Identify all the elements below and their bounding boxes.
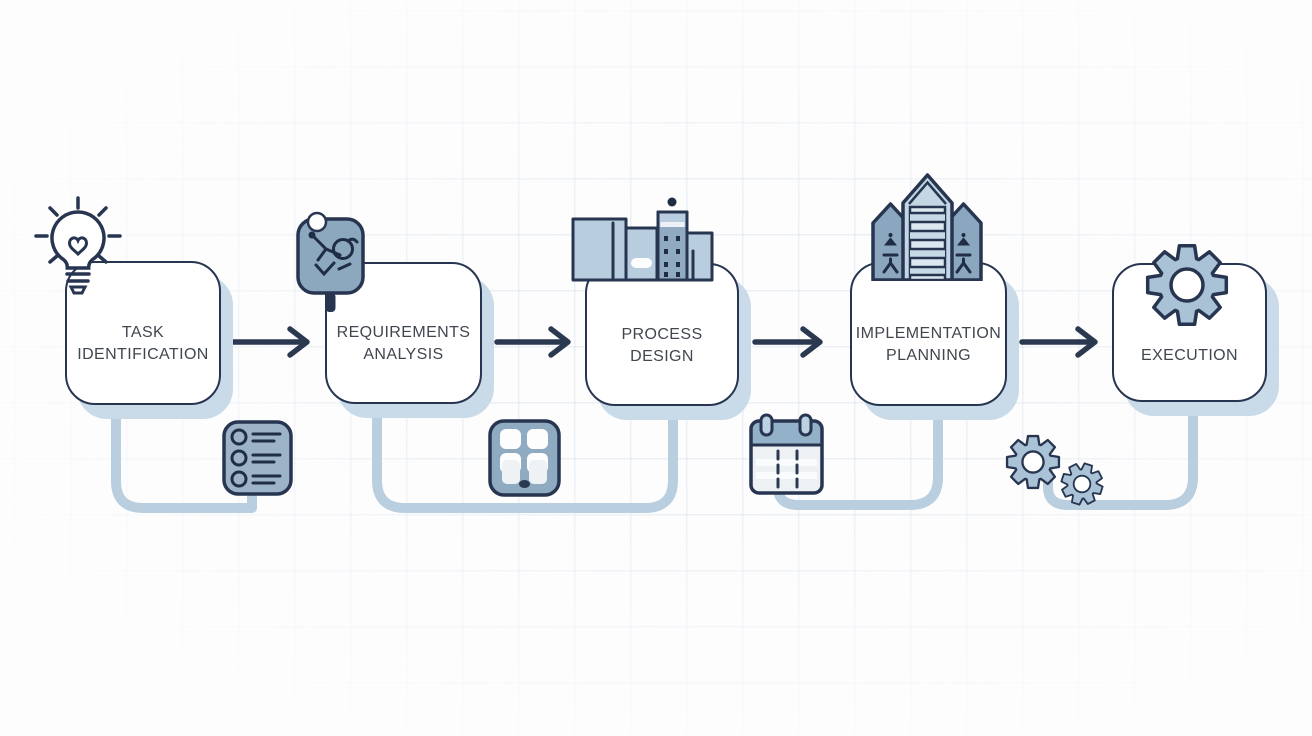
flow-arrow bbox=[230, 326, 310, 358]
stage-box-task-identification: TASK IDENTIFICATION bbox=[65, 261, 221, 405]
person-sketch-icon bbox=[296, 211, 365, 312]
gears-icon bbox=[1005, 434, 1109, 511]
checklist-icon bbox=[222, 420, 293, 496]
skyscraper-icon bbox=[871, 173, 983, 281]
window-grid-icon bbox=[488, 419, 561, 497]
flow-arrow bbox=[752, 326, 823, 358]
gear-icon bbox=[1145, 243, 1229, 327]
connector-line bbox=[1043, 391, 1198, 510]
stage-label: REQUIREMENTS ANALYSIS bbox=[336, 324, 471, 363]
connector-line bbox=[372, 394, 678, 513]
stage-label: PROCESS DESIGN bbox=[621, 325, 703, 365]
buildings-icon bbox=[571, 197, 714, 282]
flow-arrow bbox=[494, 326, 571, 358]
calendar-icon bbox=[749, 413, 824, 495]
stage-box-process-design: PROCESS DESIGN bbox=[585, 263, 739, 406]
stage-label: IMPLEMENTATION PLANNING bbox=[855, 325, 1002, 364]
lightbulb-icon bbox=[34, 196, 122, 295]
flow-arrow bbox=[1019, 326, 1098, 358]
stage-box-implementation-planning: IMPLEMENTATION PLANNING bbox=[850, 262, 1007, 406]
stage-label: TASK IDENTIFICATION bbox=[77, 324, 209, 363]
connector-line bbox=[111, 394, 257, 513]
stage-label: EXECUTION bbox=[1141, 346, 1238, 364]
